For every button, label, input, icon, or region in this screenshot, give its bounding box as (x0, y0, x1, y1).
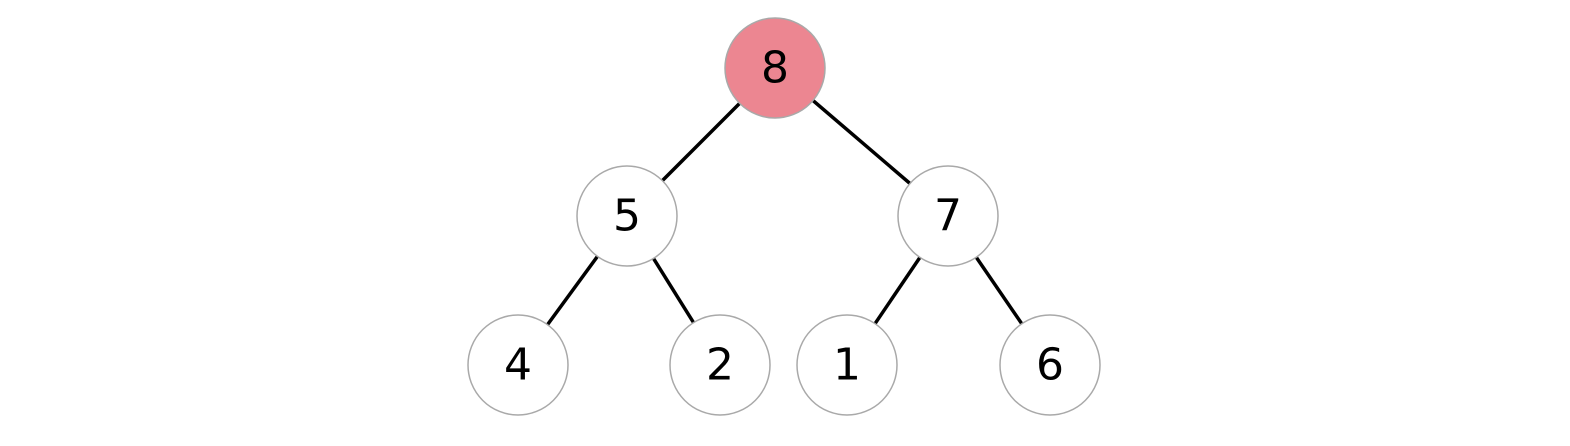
tree-node-circle (796, 314, 898, 416)
tree-node-label: 8 (761, 43, 789, 94)
tree-node-1: 1 (796, 314, 898, 416)
tree-node-5: 5 (576, 165, 678, 267)
tree-node-label: 6 (1036, 340, 1064, 391)
tree-node-8: 8 (724, 17, 826, 119)
tree-node-label: 7 (934, 191, 962, 242)
tree-node-circle (467, 314, 569, 416)
tree-node-label: 1 (833, 340, 861, 391)
tree-node-circle (669, 314, 771, 416)
tree-node-circle-highlighted (724, 17, 826, 119)
tree-node-2: 2 (669, 314, 771, 416)
tree-node-label: 2 (706, 340, 734, 391)
tree-node-label: 5 (613, 191, 641, 242)
tree-node-circle (576, 165, 678, 267)
tree-node-circle (999, 314, 1101, 416)
tree-node-4: 4 (467, 314, 569, 416)
tree-node-7: 7 (897, 165, 999, 267)
tree-node-6: 6 (999, 314, 1101, 416)
tree-node-label: 4 (504, 340, 532, 391)
tree-node-circle (897, 165, 999, 267)
